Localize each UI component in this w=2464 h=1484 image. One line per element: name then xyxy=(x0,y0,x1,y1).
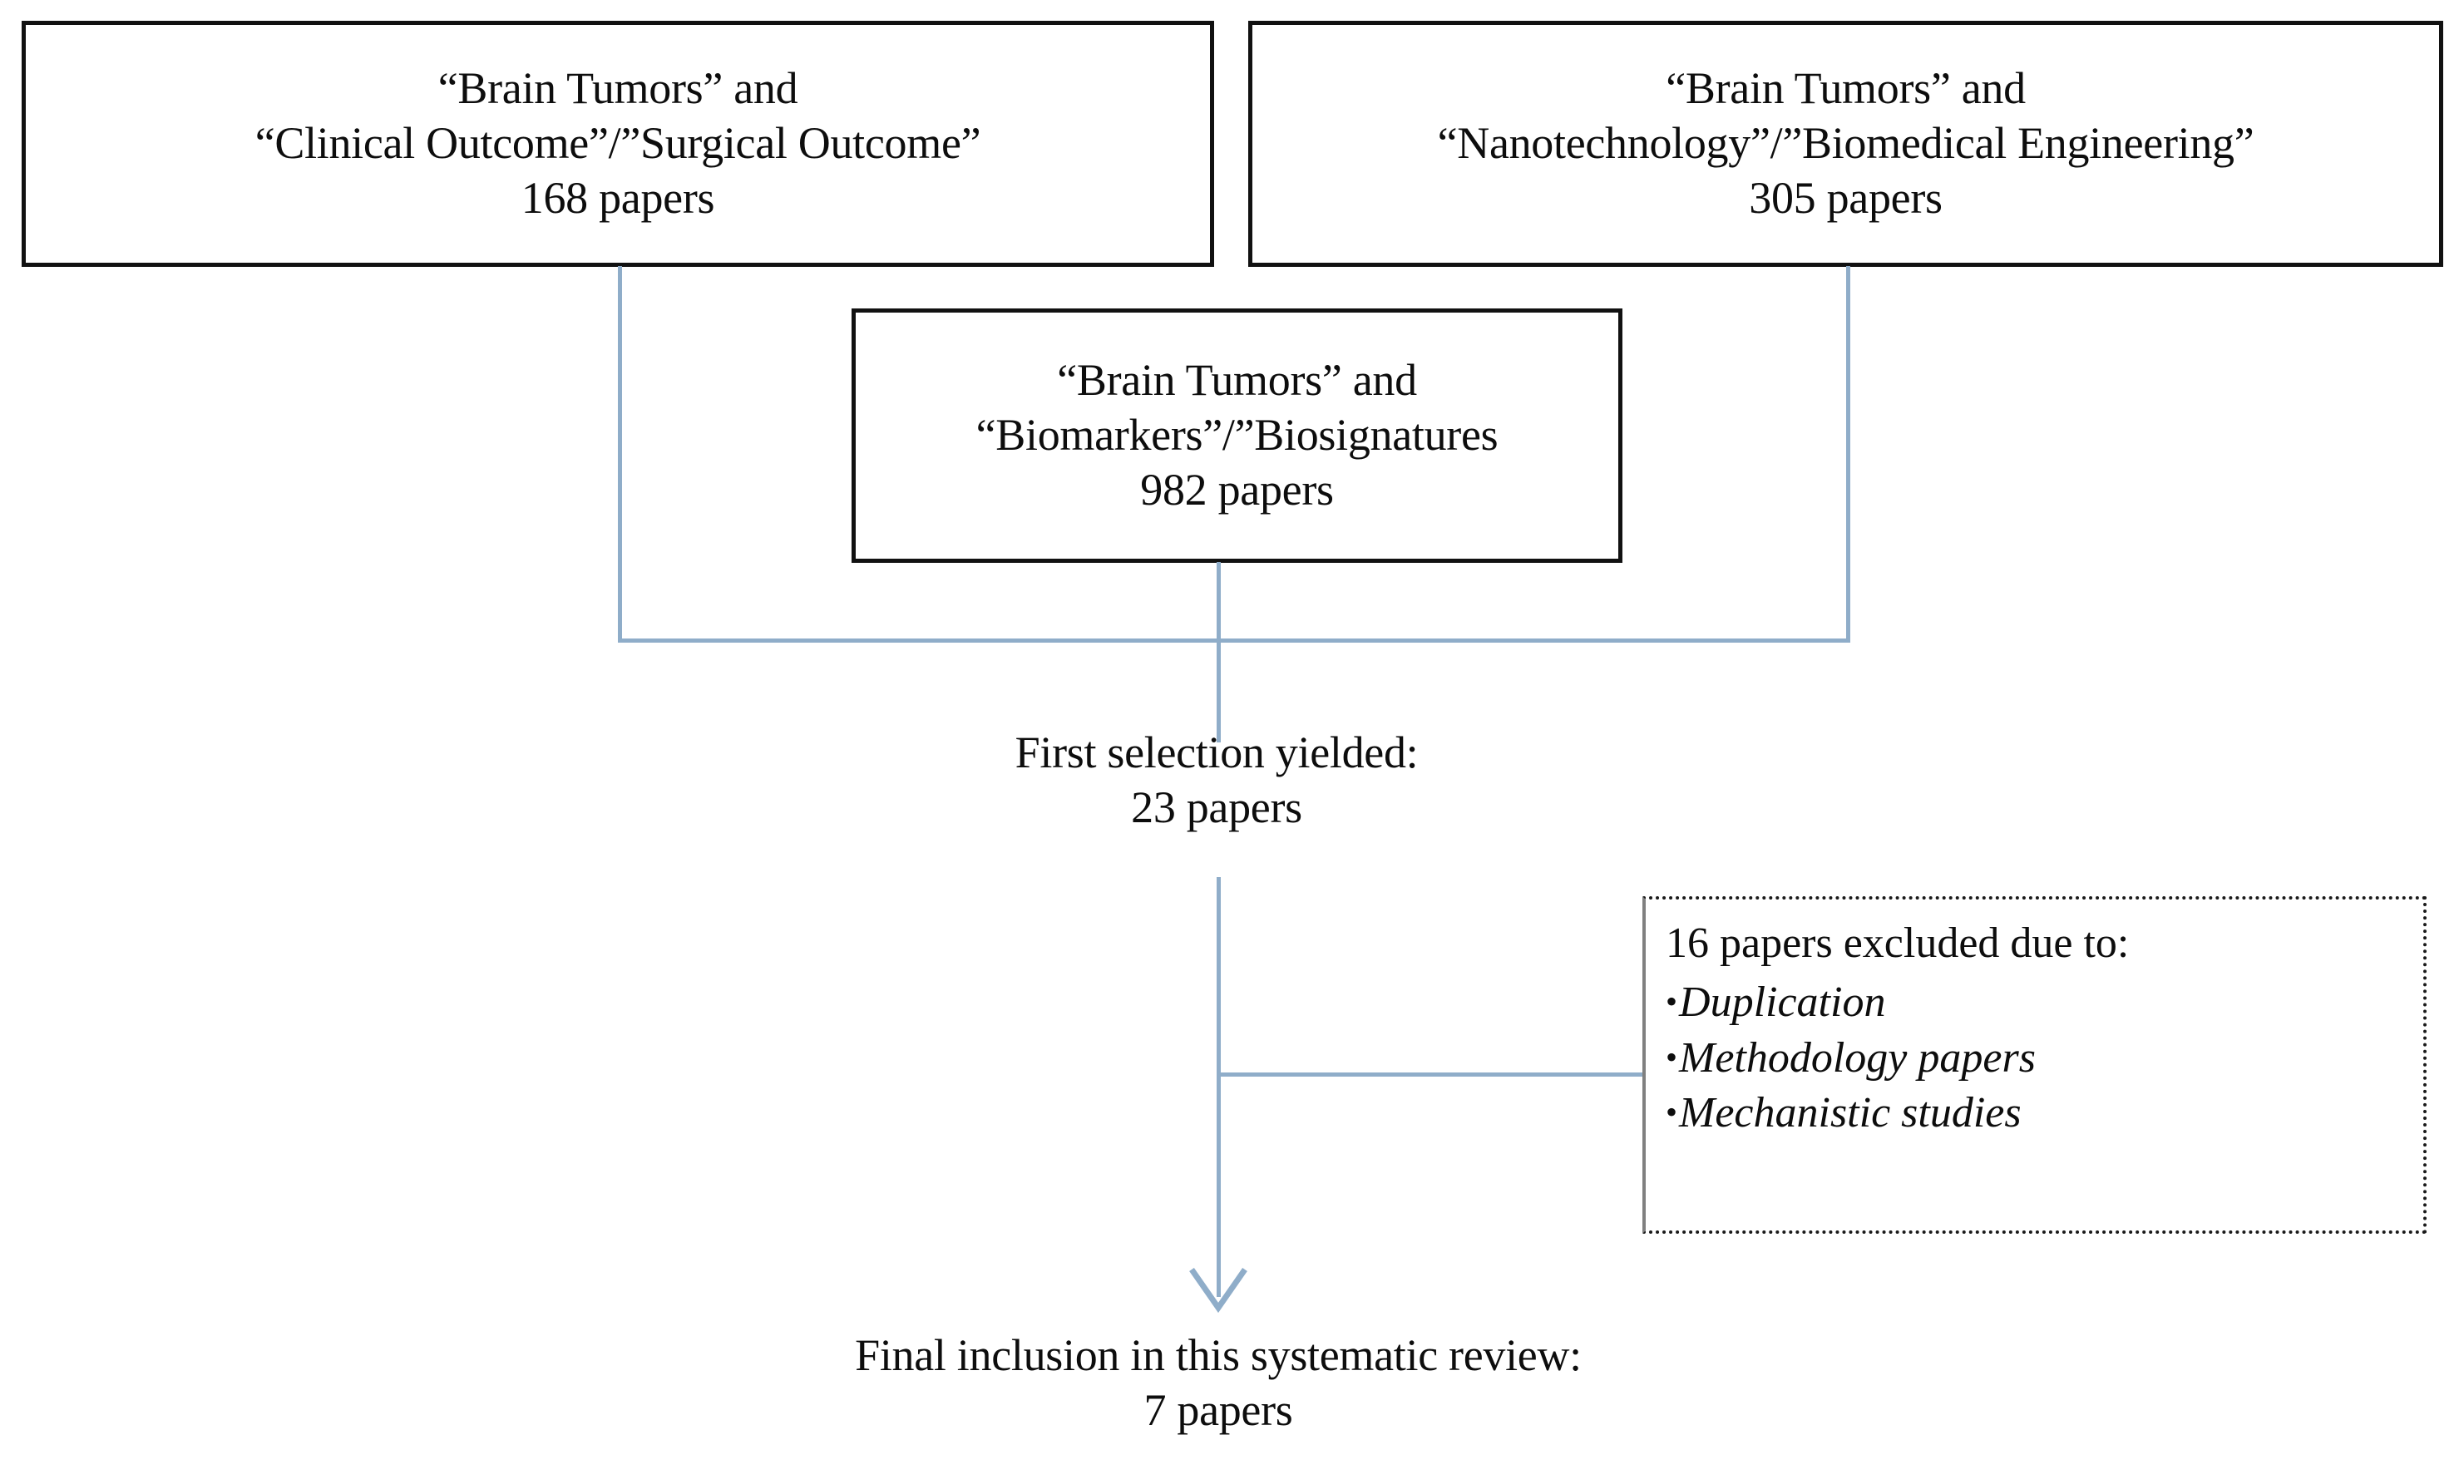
bullet-icon: • xyxy=(1666,983,1678,1021)
excluded-list-item-mechanistic: •Mechanistic studies xyxy=(1666,1086,2423,1141)
arrow-down-icon xyxy=(1189,1268,1247,1314)
connector-left-vertical xyxy=(618,266,622,643)
node-box-biomarkers: “Brain Tumors” and “Biomarkers”/”Biosign… xyxy=(852,308,1622,563)
node-biomarker-line-1: “Brain Tumors” and xyxy=(1057,355,1417,406)
excluded-list-item-methodology: •Methodology papers xyxy=(1666,1031,2423,1087)
first-selection-line-1: First selection yielded: xyxy=(1015,727,1419,777)
connector-right-vertical xyxy=(1846,266,1850,643)
label-final-inclusion: Final inclusion in this systematic revie… xyxy=(620,1329,1817,1438)
excluded-heading: 16 papers excluded due to: xyxy=(1666,919,2130,967)
node-nano-line-2: “Nanotechnology”/”Biomedical Engineering… xyxy=(1437,118,2254,169)
node-biomarker-line-2: “Biomarkers”/”Biosignatures xyxy=(975,410,1499,461)
excluded-item-label: Duplication xyxy=(1679,979,1886,1027)
connector-horizontal-bus xyxy=(618,638,1850,643)
node-clinical-count: 168 papers xyxy=(521,172,715,223)
node-box-nanotechnology: “Brain Tumors” and “Nanotechnology”/”Bio… xyxy=(1248,21,2443,267)
connector-main-trunk xyxy=(1217,877,1221,1297)
bullet-icon: • xyxy=(1666,1093,1678,1131)
node-nano-line-1: “Brain Tumors” and xyxy=(1666,63,2026,114)
node-box-excluded-papers: 16 papers excluded due to: •Duplication … xyxy=(1642,896,2427,1234)
label-first-selection: First selection yielded: 23 papers xyxy=(817,726,1616,836)
node-biomarker-count: 982 papers xyxy=(1140,464,1334,515)
connector-exclusion-branch xyxy=(1217,1072,1645,1077)
node-box-clinical-outcome: “Brain Tumors” and “Clinical Outcome”/”S… xyxy=(22,21,1214,267)
connector-middle-lower xyxy=(1217,638,1221,742)
excluded-item-label: Methodology papers xyxy=(1679,1033,2036,1082)
node-clinical-line-1: “Brain Tumors” and xyxy=(437,63,798,114)
excluded-item-label: Mechanistic studies xyxy=(1679,1089,2022,1137)
final-inclusion-line-1: Final inclusion in this systematic revie… xyxy=(855,1330,1582,1380)
bullet-icon: • xyxy=(1666,1038,1678,1076)
first-selection-count: 23 papers xyxy=(1131,781,1302,832)
node-nano-count: 305 papers xyxy=(1749,172,1943,223)
node-clinical-line-2: “Clinical Outcome”/”Surgical Outcome” xyxy=(254,118,981,169)
final-inclusion-count: 7 papers xyxy=(1143,1384,1293,1435)
connector-middle-upper xyxy=(1217,562,1221,643)
excluded-list-item-duplication: •Duplication xyxy=(1666,975,2423,1031)
